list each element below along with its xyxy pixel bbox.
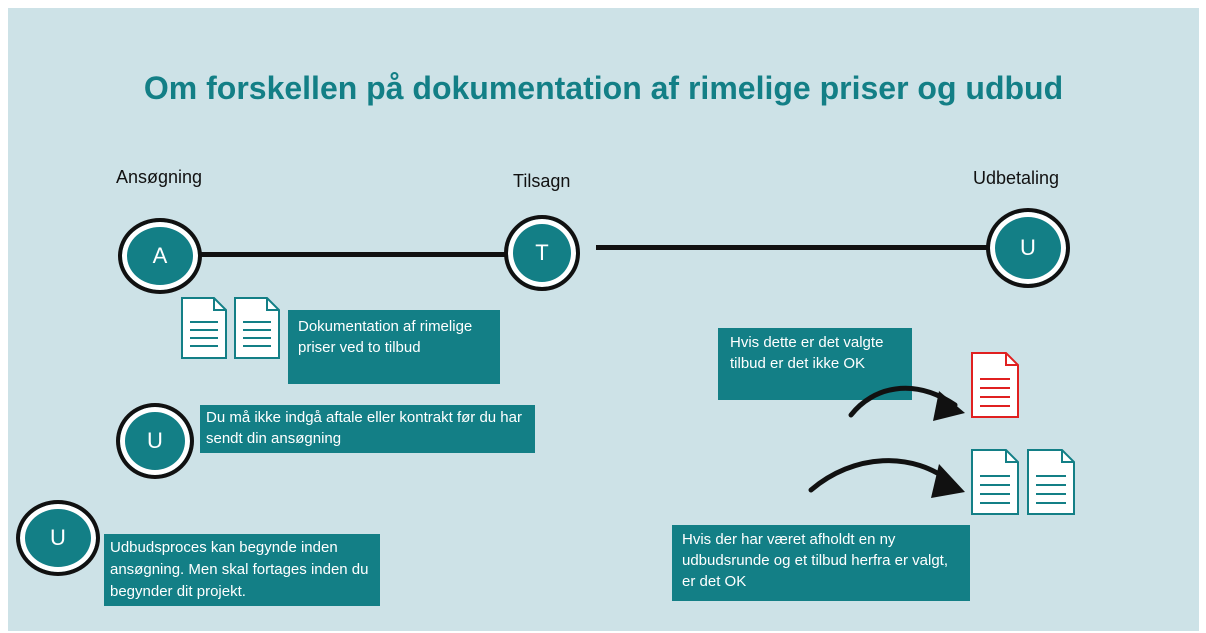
document-icon [181,297,227,359]
slide: Om forskellen på dokumentation af rimeli… [8,8,1199,631]
udbud-circle-2: U [16,500,100,576]
stage-label-udbetaling: Udbetaling [973,168,1060,188]
red-document-icon [971,352,1019,418]
note-documentation: Dokumentation af rimelige priser ved to … [288,310,500,384]
stage-label-ansogning: Ansøgning [116,167,203,187]
timeline-line-2 [596,245,988,250]
udbud-circle-1: U [116,403,194,479]
note-ok: Hvis der har været afholdt en ny udbudsr… [672,525,970,601]
curved-arrow-icon [808,458,965,498]
note-not-ok: Hvis dette er det valgte tilbud er det i… [718,328,912,400]
stage-circle-a: A [118,218,202,294]
slide-title: Om forskellen på dokumentation af rimeli… [143,70,1064,106]
document-icon [971,449,1019,515]
document-icon [1027,449,1075,515]
document-icon [234,297,280,359]
curved-arrow-icon [848,385,965,421]
stage-label-tilsagn: Tilsagn [513,171,571,191]
stage-circle-u: U [986,208,1070,288]
note-no-contract: Du må ikke indgå aftale eller kontrakt f… [200,405,535,453]
note-tender-process: Udbudsproces kan begynde inden ansøgning… [104,534,380,606]
stage-circle-t: T [504,215,580,291]
timeline-line-1 [198,252,510,257]
